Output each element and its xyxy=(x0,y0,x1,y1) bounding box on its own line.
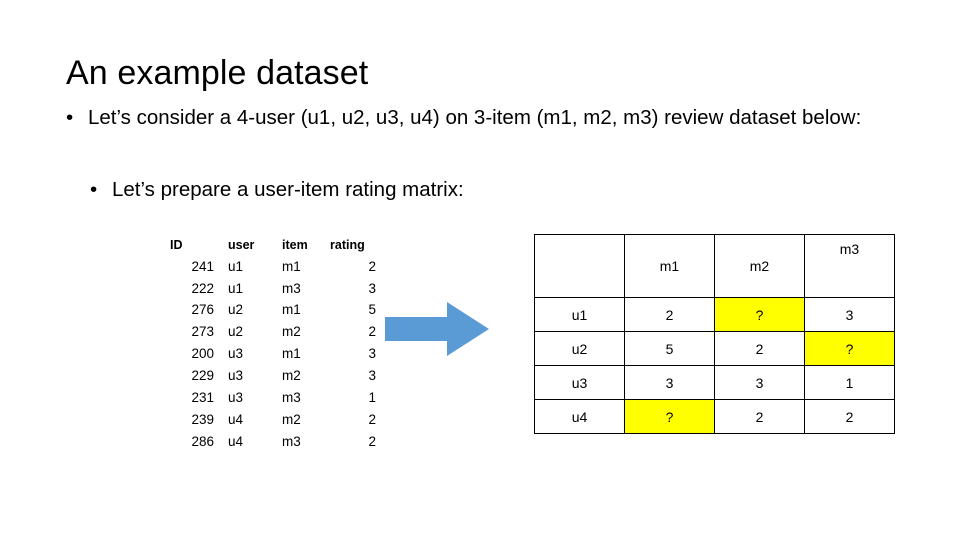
rating-matrix-table: m1 m2 m3 u1 2 ? 3 u2 5 2 ? u3 3 3 1 xyxy=(534,234,895,434)
cell-user: u3 xyxy=(228,346,244,362)
cell-id: 273 xyxy=(191,324,214,340)
table-row: 229 u3 m2 3 xyxy=(160,366,386,388)
bullet-text: Let’s prepare a user-item rating matrix: xyxy=(112,178,464,201)
cell-id: 239 xyxy=(191,411,214,427)
cell-item: m2 xyxy=(282,324,301,340)
column-header-rating: rating xyxy=(330,238,365,252)
raw-data-table: ID user item rating 241 u1 m1 2 222 u1 m… xyxy=(160,236,386,454)
matrix-column-header-m1: m1 xyxy=(624,234,715,298)
column-header-item: item xyxy=(282,238,308,252)
cell-item: m3 xyxy=(282,389,301,405)
bullet-marker: • xyxy=(66,106,74,129)
table-row: 222 u1 m3 3 xyxy=(160,279,386,301)
cell-id: 241 xyxy=(191,258,214,274)
right-arrow-icon xyxy=(385,302,489,356)
table-row: 286 u4 m3 2 xyxy=(160,432,386,454)
matrix-row: u2 5 2 ? xyxy=(534,331,895,366)
matrix-cell-u4-m2: 2 xyxy=(714,399,805,434)
matrix-cell-u4-m1: ? xyxy=(624,399,715,434)
cell-id: 286 xyxy=(191,433,214,449)
cell-user: u3 xyxy=(228,389,244,405)
matrix-cell-u3-m2: 3 xyxy=(714,365,805,400)
bullet-item-2: • Let’s prepare a user-item rating matri… xyxy=(90,176,910,205)
table-row: 273 u2 m2 2 xyxy=(160,322,386,344)
cell-item: m1 xyxy=(282,258,301,274)
cell-id: 200 xyxy=(191,346,214,362)
matrix-column-header-m2: m2 xyxy=(714,234,805,298)
cell-item: m1 xyxy=(282,302,301,318)
matrix-row: u1 2 ? 3 xyxy=(534,297,895,332)
matrix-cell-u1-m3: 3 xyxy=(804,297,895,332)
cell-user: u2 xyxy=(228,324,244,340)
cell-user: u4 xyxy=(228,411,244,427)
cell-item: m2 xyxy=(282,411,301,427)
cell-rating: 3 xyxy=(368,280,376,296)
cell-item: m2 xyxy=(282,368,301,383)
matrix-cell-u3-m1: 3 xyxy=(624,365,715,400)
cell-rating: 1 xyxy=(368,389,376,405)
cell-item: m1 xyxy=(282,346,301,362)
table-row: 276 u2 m1 5 xyxy=(160,300,386,322)
cell-item: m3 xyxy=(282,280,301,296)
table-row: 241 u1 m1 2 xyxy=(160,257,386,279)
cell-id: 222 xyxy=(191,280,214,296)
cell-rating: 2 xyxy=(368,411,376,427)
table-row: 239 u4 m2 2 xyxy=(160,410,386,432)
cell-user: u3 xyxy=(228,368,244,383)
cell-rating: 5 xyxy=(368,302,376,318)
matrix-header-row: m1 m2 m3 xyxy=(534,234,895,298)
cell-user: u4 xyxy=(228,433,244,449)
matrix-column-header-m3: m3 xyxy=(804,234,895,298)
matrix-cell-u4-m3: 2 xyxy=(804,399,895,434)
cell-item: m3 xyxy=(282,433,301,449)
cell-user: u1 xyxy=(228,258,244,274)
cell-rating: 3 xyxy=(368,346,376,362)
cell-id: 229 xyxy=(191,368,214,383)
cell-rating: 2 xyxy=(368,433,376,449)
bullet-item-1: • Let’s consider a 4-user (u1, u2, u3, u… xyxy=(66,104,916,133)
cell-id: 231 xyxy=(191,389,214,405)
matrix-row-header-u1: u1 xyxy=(534,297,625,332)
cell-rating: 2 xyxy=(368,258,376,274)
cell-user: u2 xyxy=(228,302,244,318)
column-header-id: ID xyxy=(170,238,183,252)
matrix-cell-u1-m1: 2 xyxy=(624,297,715,332)
cell-rating: 3 xyxy=(368,368,376,383)
matrix-cell-u1-m2: ? xyxy=(714,297,805,332)
table-header-row: ID user item rating xyxy=(160,236,386,257)
page-title: An example dataset xyxy=(66,54,369,92)
matrix-row-header-u3: u3 xyxy=(534,365,625,400)
cell-rating: 2 xyxy=(368,324,376,340)
column-header-user: user xyxy=(228,238,255,252)
table-row: 231 u3 m3 1 xyxy=(160,388,386,410)
matrix-row: u4 ? 2 2 xyxy=(534,399,895,434)
matrix-row: u3 3 3 1 xyxy=(534,365,895,400)
matrix-cell-u2-m2: 2 xyxy=(714,331,805,366)
matrix-cell-u2-m1: 5 xyxy=(624,331,715,366)
table-row: 200 u3 m1 3 xyxy=(160,344,386,366)
matrix-row-header-u2: u2 xyxy=(534,331,625,366)
bullet-text: Let’s consider a 4-user (u1, u2, u3, u4)… xyxy=(88,106,862,129)
matrix-cell-u3-m3: 1 xyxy=(804,365,895,400)
matrix-row-header-u4: u4 xyxy=(534,399,625,434)
matrix-corner-cell xyxy=(534,234,625,298)
cell-id: 276 xyxy=(191,302,214,318)
cell-user: u1 xyxy=(228,280,244,296)
matrix-cell-u2-m3: ? xyxy=(804,331,895,366)
bullet-marker: • xyxy=(90,178,98,201)
